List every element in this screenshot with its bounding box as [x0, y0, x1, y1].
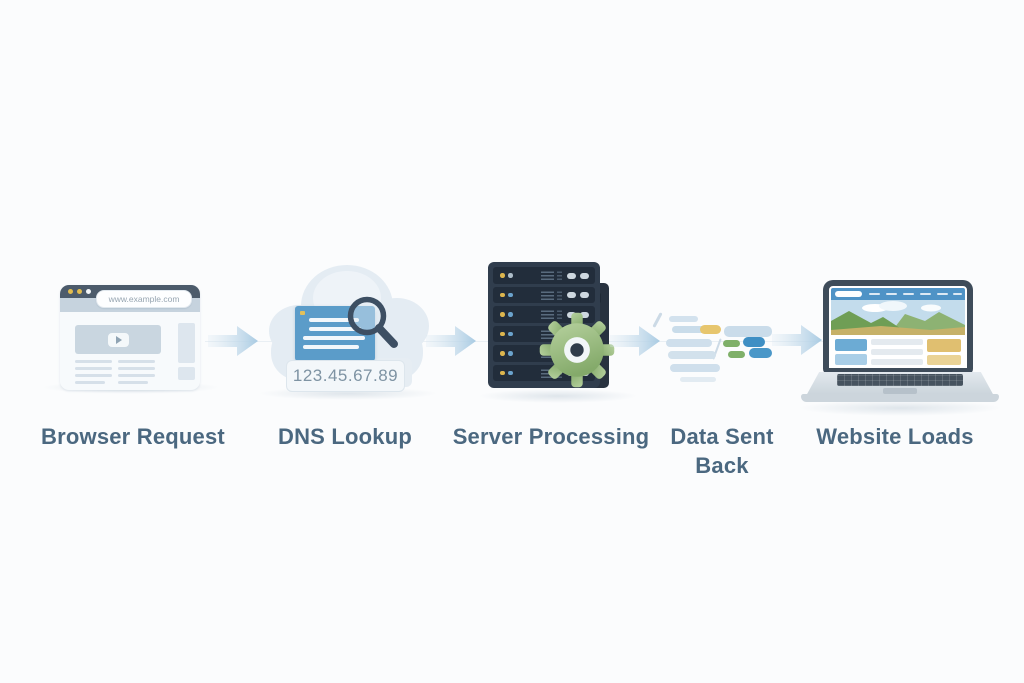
content-left-column [835, 339, 867, 365]
video-placeholder [75, 325, 161, 354]
url-bar: www.example.com [96, 290, 192, 308]
hero-image [831, 300, 965, 335]
text-line [75, 360, 112, 363]
play-button-icon [108, 333, 129, 347]
data-pill [680, 377, 716, 382]
nav-menu-item [903, 293, 914, 295]
text-line [118, 374, 155, 377]
record-line [303, 336, 365, 340]
data-pill-yellow [700, 325, 721, 334]
content-block-blue [835, 354, 867, 365]
server-slot [493, 286, 595, 303]
laptop-screen [823, 280, 973, 374]
step-label-dns-lookup: DNS Lookup [278, 424, 412, 449]
server-shadow [478, 389, 638, 403]
text-bar [871, 339, 923, 345]
sidebar-placeholder [178, 323, 195, 363]
text-line [118, 367, 155, 370]
nav-menu-item [920, 293, 931, 295]
server-slot [493, 306, 595, 323]
flow-arrow-icon [610, 326, 660, 356]
content-text-column [871, 339, 923, 365]
step-label-server-processing: Server Processing [452, 424, 650, 449]
nav-menu-item [937, 293, 948, 295]
server-slot [493, 267, 595, 284]
text-line [75, 381, 105, 384]
step-label-data-sent-back: Data Sent Back [670, 424, 774, 479]
laptop-base-edge [801, 394, 999, 402]
site-navbar [831, 288, 965, 300]
nav-menu-item [886, 293, 897, 295]
data-pill [666, 339, 712, 347]
nav-menu-item [953, 293, 962, 295]
content-right-column [927, 339, 961, 365]
window-dot-icon [86, 289, 91, 294]
site-logo [835, 291, 862, 297]
text-bar [871, 359, 923, 365]
nav-menu-item [869, 293, 880, 295]
flow-arrow-icon [208, 326, 258, 356]
flow-arrow-icon [772, 325, 822, 355]
panel-dot-icon [300, 311, 305, 315]
gear-icon [539, 312, 615, 388]
content-block-yellow [927, 339, 961, 352]
website-page [831, 288, 965, 366]
text-line [118, 381, 148, 384]
laptop-base [806, 372, 994, 396]
text-bar [871, 349, 923, 355]
data-pill [672, 326, 712, 333]
data-pill-blue [749, 348, 772, 358]
data-pill-green [728, 351, 745, 358]
text-line [118, 360, 155, 363]
data-pill [668, 351, 716, 359]
laptop-shadow [798, 400, 1002, 416]
window-dot-icon [68, 289, 73, 294]
record-line [309, 327, 361, 331]
data-pill-blue [743, 337, 765, 347]
content-block-yellow [927, 355, 961, 365]
step-label-website-loads: Website Loads [816, 424, 974, 449]
record-line [303, 345, 359, 349]
text-line [75, 367, 112, 370]
window-dot-icon [77, 289, 82, 294]
page-content [831, 335, 965, 366]
content-block-blue [835, 339, 867, 351]
browser-window-icon: www.example.com [60, 285, 200, 390]
text-line [75, 374, 112, 377]
flow-arrow-icon [426, 326, 476, 356]
data-pill [670, 364, 720, 372]
data-pill [724, 326, 772, 337]
data-pill [669, 316, 698, 322]
sidebar-placeholder [178, 367, 195, 380]
magnifier-icon [347, 296, 398, 348]
laptop-keyboard [837, 374, 963, 386]
laptop-trackpad [883, 388, 917, 394]
ip-address-box: 123.45.67.89 [286, 360, 405, 392]
step-label-browser-request: Browser Request [41, 424, 225, 449]
record-line [309, 318, 359, 322]
data-pill-green [723, 340, 740, 347]
